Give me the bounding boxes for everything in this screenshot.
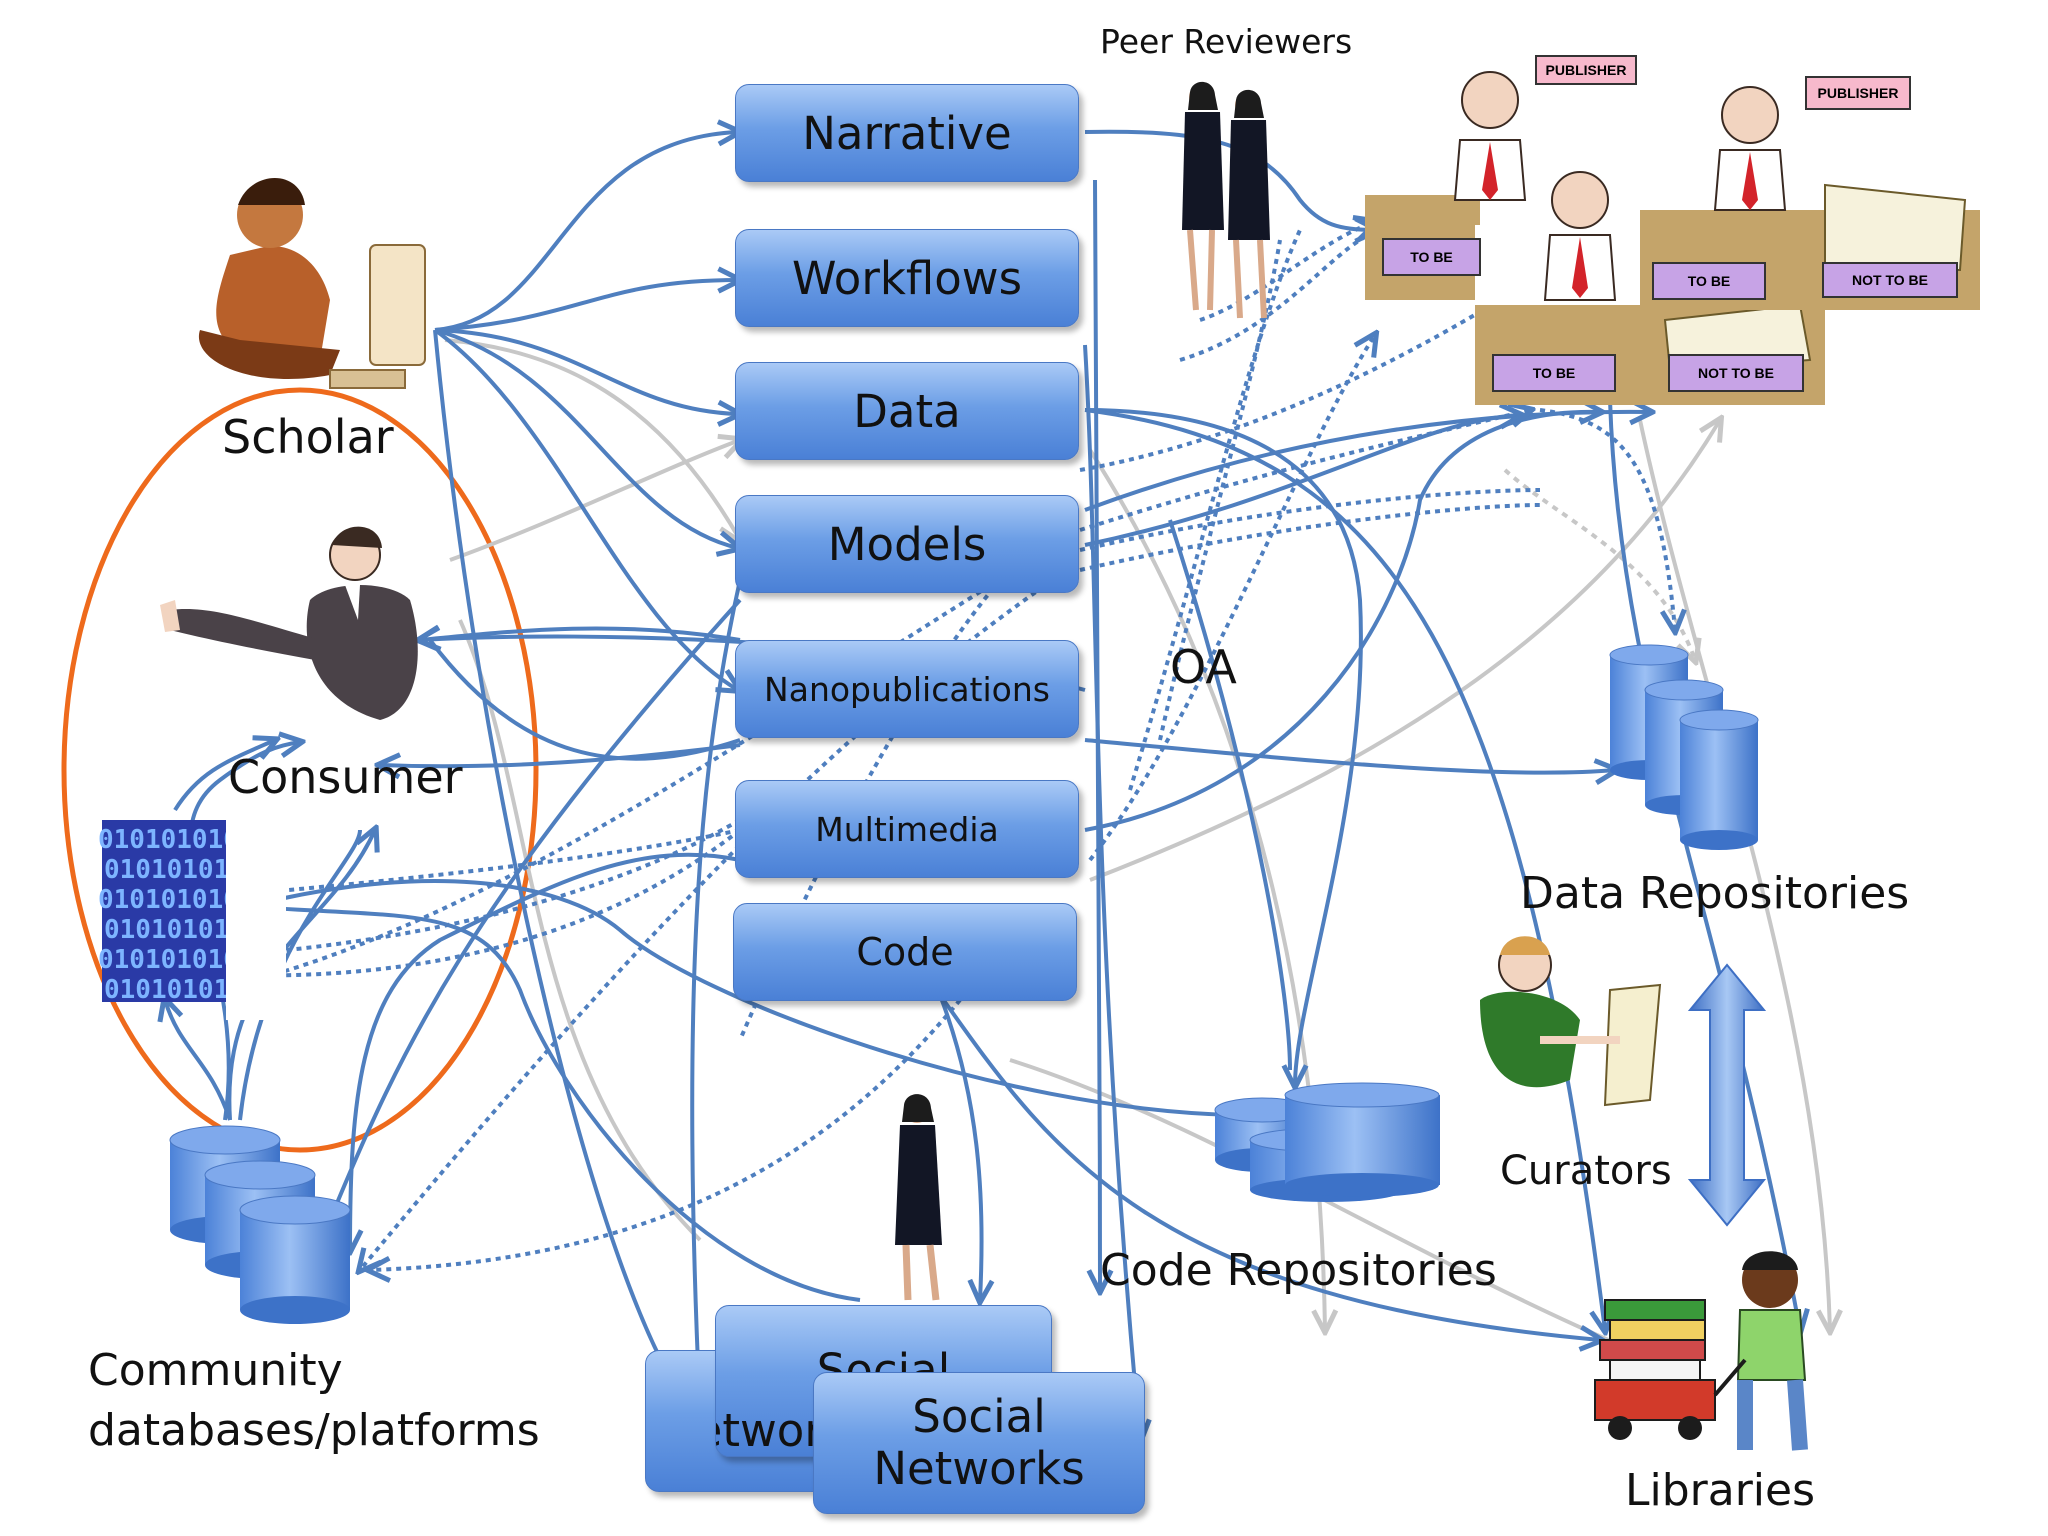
libraries-label: Libraries	[1625, 1465, 1816, 1516]
code-repositories-label: Code Repositories	[1100, 1245, 1497, 1296]
scholar-consumer-ellipse	[61, 387, 539, 1153]
publisher-sign: PUBLISHER	[1535, 55, 1637, 85]
binary-data-image: 0101010101 0101010101 0101010101 0101010…	[98, 800, 286, 1020]
peer-reviewers-label: Peer Reviewers	[1100, 22, 1353, 61]
not-to-be-tray: NOT TO BE	[1668, 354, 1804, 392]
nanopublications-box[interactable]: Nanopublications	[735, 640, 1079, 738]
curator-figure	[1480, 936, 1662, 1107]
data-repository-cylinders	[1609, 644, 1759, 850]
code-repository-cylinders	[1214, 1082, 1440, 1202]
library-figure	[1594, 1251, 1808, 1451]
social-network-person-figure	[895, 1094, 942, 1301]
social-networks-front-line1: Social	[912, 1390, 1046, 1444]
community-database-cylinders	[169, 1125, 351, 1324]
multimedia-box[interactable]: Multimedia	[735, 780, 1079, 878]
social-networks-front-line2: Networks	[873, 1442, 1085, 1495]
models-box[interactable]: Models	[735, 495, 1079, 593]
not-to-be-tray: NOT TO BE	[1822, 262, 1958, 298]
peer-reviewer-figures	[1182, 81, 1270, 319]
scholar-figure	[198, 177, 426, 389]
consumer-figure	[160, 526, 418, 720]
code-box[interactable]: Code	[733, 903, 1077, 1001]
community-label-line1: Community	[88, 1345, 343, 1396]
narrative-box[interactable]: Narrative	[735, 84, 1079, 182]
to-be-tray: TO BE	[1492, 354, 1616, 392]
community-label-line2: databases/platforms	[88, 1405, 540, 1456]
double-arrow	[1687, 963, 1767, 1227]
to-be-tray: TO BE	[1652, 262, 1766, 300]
scholar-label: Scholar	[222, 410, 394, 464]
social-networks-box-front[interactable]: Social Networks	[813, 1372, 1145, 1514]
publisher-sign: PUBLISHER	[1805, 76, 1911, 110]
oa-label: OA	[1170, 640, 1237, 694]
workflows-box[interactable]: Workflows	[735, 229, 1079, 327]
to-be-tray: TO BE	[1382, 238, 1481, 276]
consumer-label: Consumer	[228, 750, 463, 804]
data-repositories-label: Data Repositories	[1520, 868, 1910, 919]
data-box[interactable]: Data	[735, 362, 1079, 460]
curators-label: Curators	[1500, 1148, 1672, 1194]
